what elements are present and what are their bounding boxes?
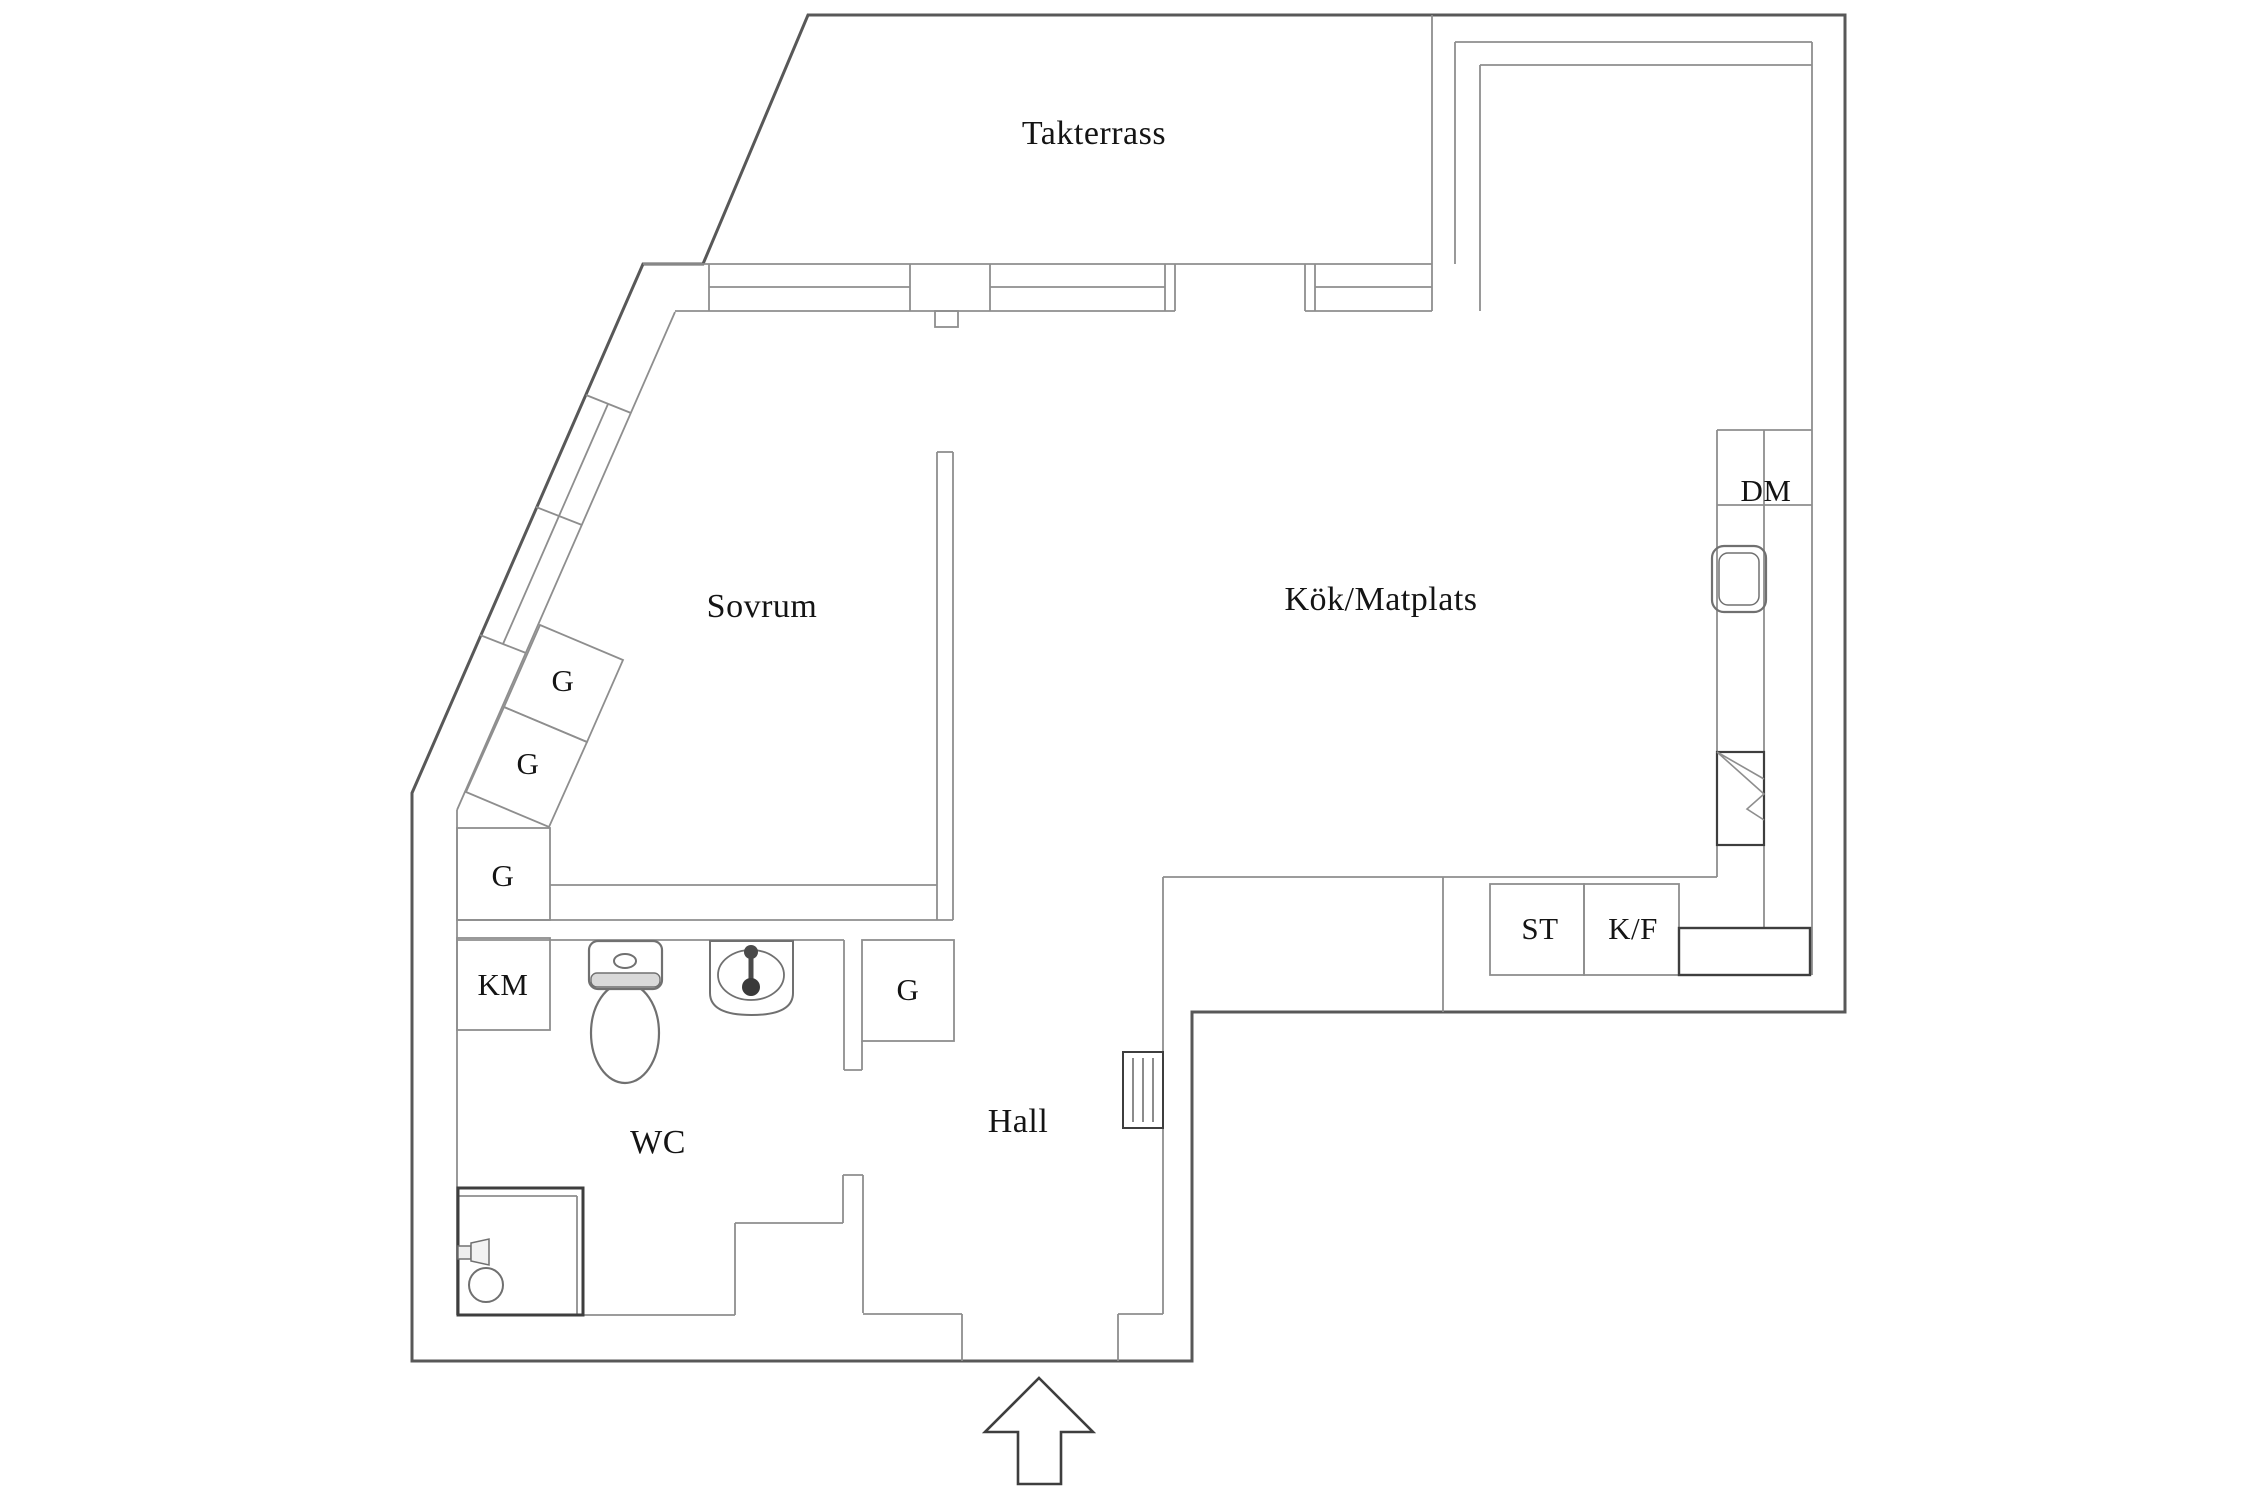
door-post-tab [934, 310, 959, 328]
wall-line [502, 515, 560, 645]
toilet-bowl [589, 981, 661, 1085]
kitchen-sink-basin-inner [1718, 552, 1760, 606]
cabinet-label-dm: DM [1740, 473, 1792, 508]
closet-g2-box [464, 705, 589, 829]
closet-g-hall-box [861, 939, 955, 1042]
room-label-sovrum: Sovrum [706, 588, 818, 625]
closet-label-g1: G [551, 663, 575, 698]
apartment-outline [410, 13, 1847, 1363]
toilet-flush-button [613, 953, 637, 969]
toilet-seat-hinge [590, 972, 661, 988]
wall-line [585, 394, 632, 414]
fixture-label-km: KM [477, 967, 529, 1002]
wall-line [456, 311, 676, 811]
wc-sink-faucet-base [744, 945, 758, 959]
shower-drain [468, 1267, 504, 1303]
kitchen-sink-basin [1710, 544, 1768, 614]
shower-nozzle [457, 1245, 472, 1260]
wc-sink-faucet-head [742, 978, 760, 996]
hob-symbol [1716, 751, 1766, 821]
room-label-kok-matplats: Kök/Matplats [1284, 581, 1478, 618]
washing-machine-box [456, 937, 551, 1031]
closet-label-g-hall: G [896, 972, 920, 1007]
cabinet-label-kf: K/F [1608, 911, 1658, 946]
wc-sink-box [709, 940, 794, 1017]
wall-line [558, 403, 609, 517]
hob-box [1715, 750, 1766, 847]
closet-g3-box [456, 827, 551, 921]
closet-label-g2: G [516, 746, 540, 781]
entrance-arrow-icon [981, 1376, 1097, 1486]
room-label-takterrass: Takterrass [1021, 115, 1167, 152]
shower-head [470, 1238, 490, 1266]
room-label-wc: WC [630, 1124, 686, 1161]
closet-label-g3: G [491, 858, 515, 893]
kitchen-cabinet-dark-box [1677, 926, 1812, 977]
cabinet-label-st: ST [1521, 911, 1559, 946]
radiator [1122, 1051, 1164, 1129]
room-label-hall: Hall [987, 1103, 1049, 1140]
